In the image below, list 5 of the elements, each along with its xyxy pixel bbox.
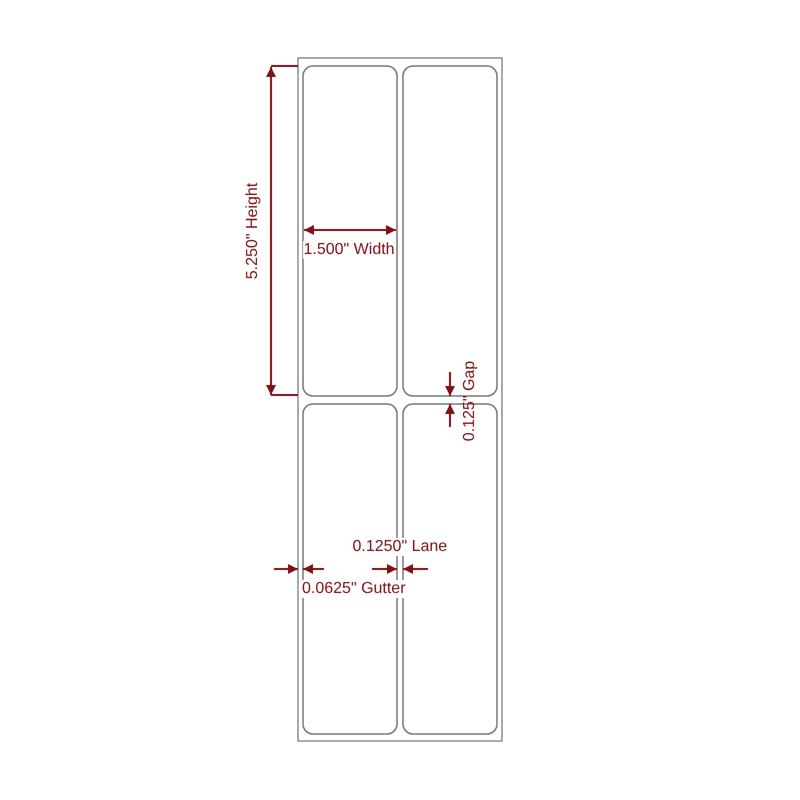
dimension-label: 0.0625" Gutter: [301, 580, 407, 598]
dimension-label: 0.125" Gap: [461, 360, 480, 442]
dimension-label: 1.500" Width: [302, 241, 396, 259]
dimension-label: 5.250" Height: [244, 182, 262, 280]
dimension-label: 0.1250" Lane: [352, 538, 448, 556]
